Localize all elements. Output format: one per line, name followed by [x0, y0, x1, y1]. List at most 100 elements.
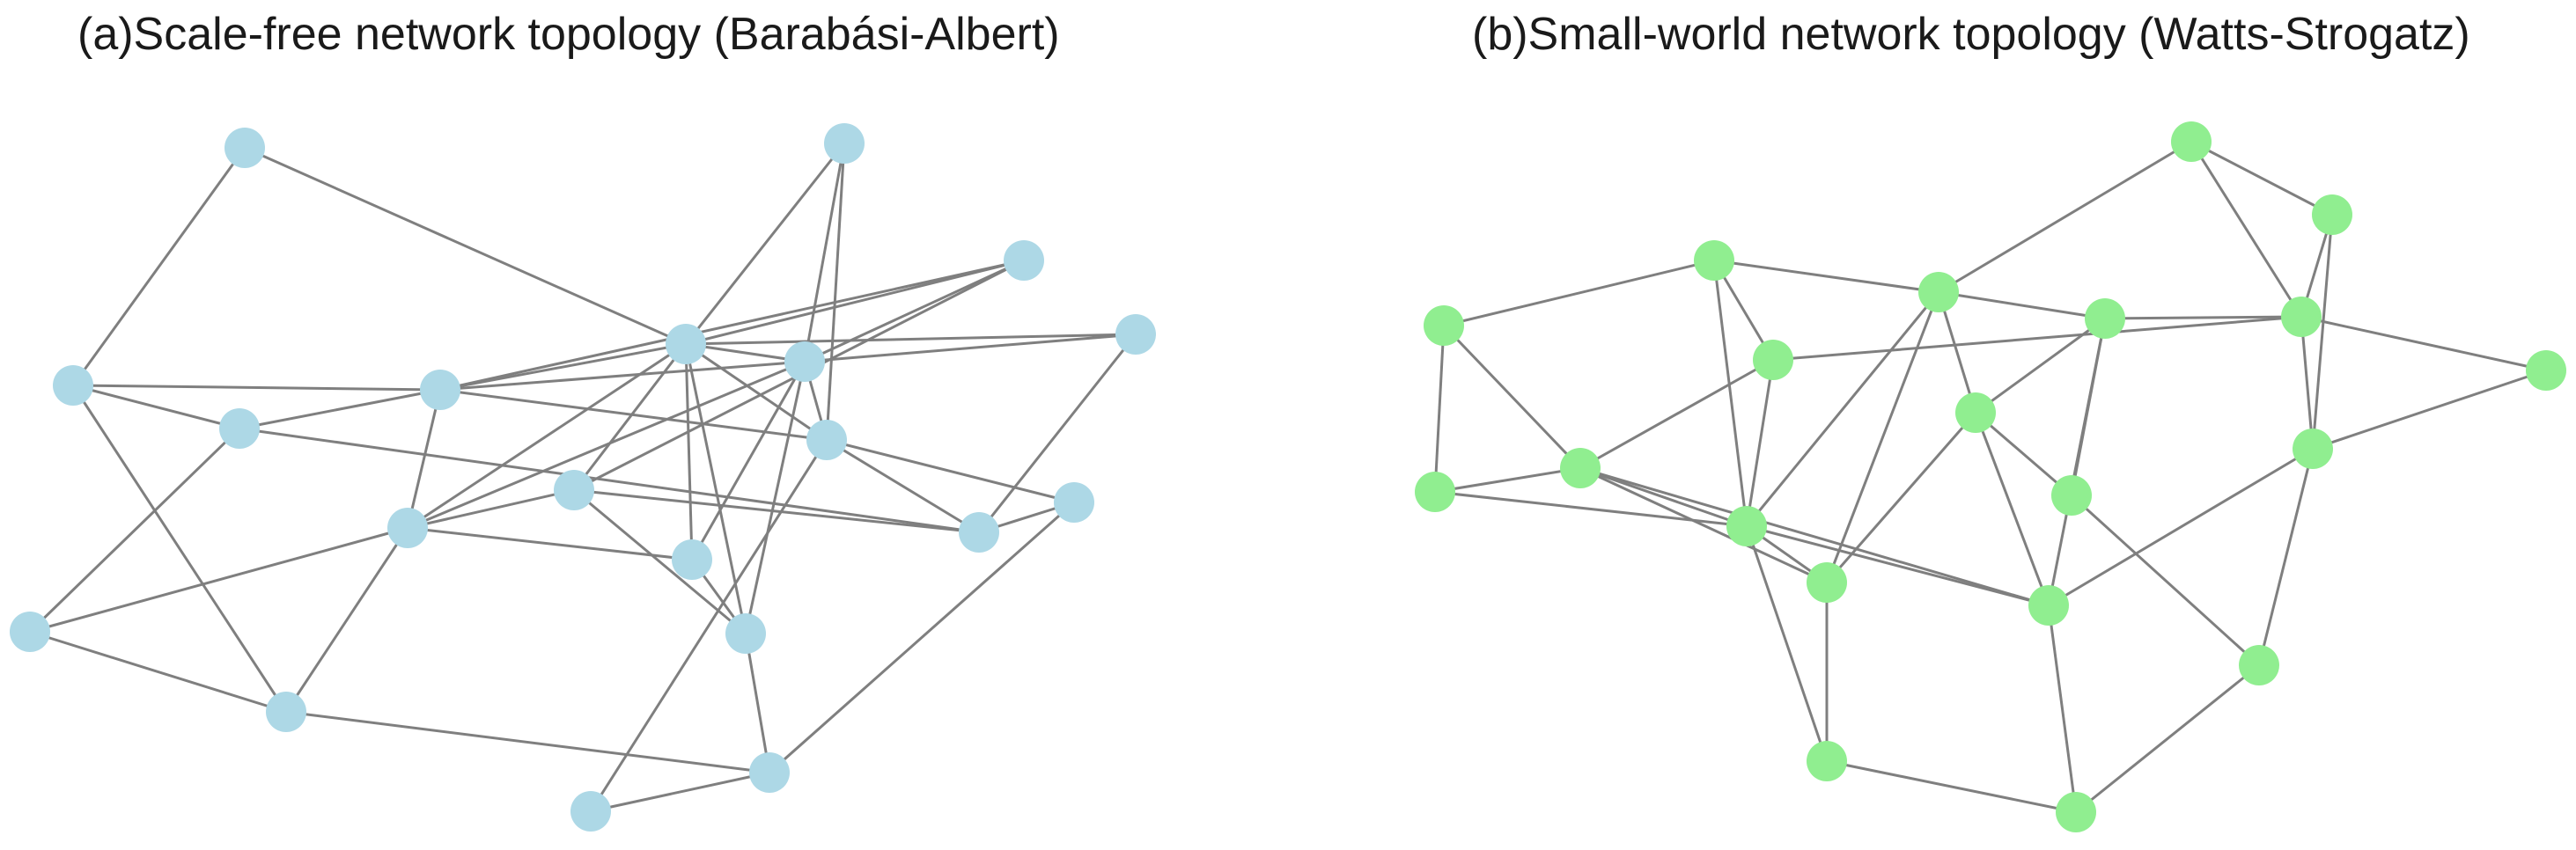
small-world-edge: [1975, 317, 2106, 414]
scale-free-edge: [573, 488, 980, 534]
small-world-edge: [1579, 466, 1828, 584]
small-world-edge: [1825, 291, 1940, 583]
small-world-network: [1415, 121, 2566, 832]
scale-free-node: [749, 752, 790, 793]
small-world-node: [2312, 194, 2352, 235]
scale-free-node: [224, 128, 265, 168]
scale-free-node: [420, 370, 460, 410]
small-world-node: [1807, 741, 1847, 781]
scale-free-edge: [407, 526, 693, 561]
scale-free-edge: [769, 501, 1075, 774]
scale-free-edge: [72, 384, 441, 392]
scale-free-node: [666, 324, 706, 364]
scale-free-edge: [284, 527, 409, 713]
scale-free-edge: [589, 439, 828, 812]
small-world-edge: [2070, 318, 2107, 496]
scale-free-edge: [439, 259, 1025, 392]
small-world-node: [1955, 392, 1996, 433]
small-world-edge: [1975, 411, 2072, 497]
small-world-edge: [2300, 315, 2547, 372]
scale-free-edge: [407, 360, 806, 530]
scale-free-edge: [573, 488, 747, 635]
scale-free-edge: [285, 710, 770, 774]
scale-free-edge: [71, 385, 288, 713]
small-world-edge: [1433, 325, 1446, 493]
small-world-node: [2281, 297, 2322, 337]
scale-free-edge: [439, 342, 687, 392]
scale-free-edge: [825, 143, 846, 441]
scale-free-node: [10, 612, 50, 652]
small-world-edge: [2257, 448, 2315, 666]
small-world-edge: [1974, 412, 2050, 606]
nodes-a: [10, 123, 1156, 832]
scale-free-edge: [744, 361, 806, 634]
scale-free-node: [1054, 482, 1094, 523]
small-world-edge: [1938, 140, 2192, 294]
scale-free-edge: [71, 147, 247, 386]
small-world-node: [2526, 350, 2566, 391]
small-world-edge: [2070, 494, 2261, 667]
scale-free-node: [806, 420, 847, 460]
small-world-node: [1807, 562, 1847, 603]
scale-free-edge: [804, 259, 1025, 363]
small-world-edge: [1434, 466, 1581, 494]
scale-free-edge: [977, 333, 1137, 533]
small-world-edge: [2311, 214, 2334, 450]
small-world-edge: [2104, 315, 2302, 320]
scale-free-edge: [28, 427, 241, 634]
scale-free-node: [1115, 314, 1156, 355]
small-world-edge: [1579, 466, 1748, 528]
scale-free-node: [266, 692, 306, 732]
small-world-edge: [1938, 290, 2106, 320]
small-world-node: [2239, 645, 2279, 685]
small-world-edge: [1746, 524, 2050, 607]
small-world-node: [2056, 792, 2096, 832]
scale-free-node: [959, 512, 999, 553]
scale-free-edge: [239, 427, 980, 534]
scale-free-node: [570, 791, 611, 832]
small-world-node: [2171, 121, 2212, 162]
scale-free-edge: [684, 143, 846, 345]
small-world-edge: [1434, 490, 1748, 528]
small-world-edge: [1937, 291, 1977, 414]
small-world-edge: [1826, 759, 2077, 814]
scale-free-edge: [72, 384, 240, 430]
scale-free-edge: [407, 342, 687, 530]
panel-b-title: (b)Small-world network topology (Watts-S…: [1472, 9, 2470, 60]
scale-free-node: [672, 539, 712, 580]
scale-free-edge: [407, 488, 575, 530]
small-world-edge: [1745, 525, 1829, 762]
scale-free-edge: [826, 438, 980, 534]
scale-free-edge: [244, 146, 687, 346]
small-world-node: [2085, 298, 2125, 339]
edges-b: [1433, 140, 2547, 814]
scale-free-edge: [590, 771, 770, 813]
small-world-edge: [2312, 369, 2547, 451]
small-world-edge: [1579, 358, 1774, 470]
small-world-edge: [1745, 359, 1775, 527]
scale-free-edge: [29, 630, 287, 714]
small-world-node: [1918, 272, 1959, 312]
scale-free-edge: [803, 143, 846, 363]
scale-free-edge: [572, 343, 688, 491]
small-world-node: [1560, 448, 1601, 488]
scale-free-node: [784, 341, 825, 382]
small-world-edge: [1713, 259, 1939, 294]
scale-free-edge: [826, 438, 1075, 504]
small-world-node: [1694, 240, 1734, 281]
scale-free-node: [1004, 240, 1044, 281]
small-world-edge: [2048, 447, 2314, 607]
small-world-edge: [1825, 412, 1977, 583]
small-world-edge: [1579, 466, 2050, 607]
scale-free-edge: [685, 342, 828, 442]
scale-free-edge: [406, 389, 442, 529]
small-world-edge: [1772, 315, 2302, 362]
scale-free-edge: [690, 361, 806, 561]
scale-free-node: [725, 613, 766, 654]
scale-free-edge: [804, 333, 1137, 363]
small-world-edge: [1442, 324, 1582, 470]
small-world-edge: [1443, 259, 1715, 327]
small-world-node: [1415, 472, 1455, 512]
scale-free-node: [387, 508, 428, 548]
small-world-edge: [2190, 140, 2333, 216]
